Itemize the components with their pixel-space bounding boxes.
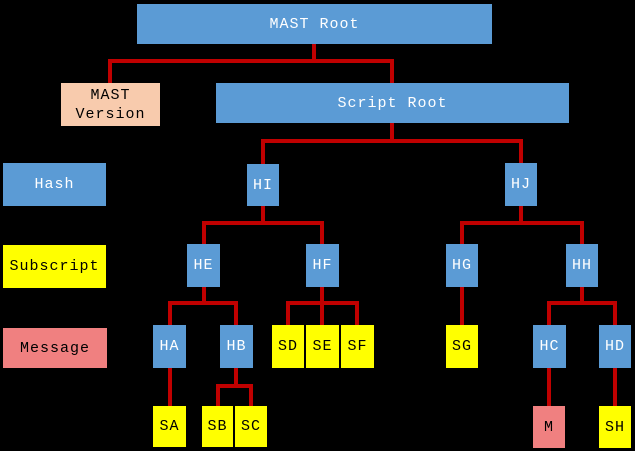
connector-hg-to-sg	[460, 287, 464, 325]
node-sc: SC	[235, 406, 267, 447]
connector-hb-down	[234, 368, 238, 388]
connector-mastroot-down	[312, 44, 316, 63]
node-he: HE	[187, 244, 220, 287]
connector-hj-horizontal	[460, 221, 584, 225]
connector-to-sb	[216, 384, 220, 406]
connector-to-mast-version	[108, 59, 112, 83]
connector-to-sc	[249, 384, 253, 406]
connector-to-he	[202, 221, 206, 245]
connector-to-hb	[234, 301, 238, 325]
connector-level1-horizontal	[108, 59, 394, 63]
node-hd: HD	[599, 325, 631, 368]
connector-to-hh	[580, 221, 584, 245]
connector-level2-horizontal	[261, 139, 523, 143]
connector-ha-to-sa	[168, 368, 172, 406]
connector-to-hd	[613, 301, 617, 325]
connector-to-hc	[547, 301, 551, 325]
connector-hf-to-se	[320, 287, 324, 325]
node-sg: SG	[446, 325, 478, 368]
connector-hc-to-m	[547, 368, 551, 406]
legend-message: Message	[3, 328, 107, 368]
node-sf: SF	[341, 325, 374, 368]
legend-hash: Hash	[3, 163, 106, 206]
connector-scriptroot-down	[390, 123, 394, 143]
node-hj: HJ	[505, 163, 537, 206]
node-sd: SD	[272, 325, 304, 368]
connector-hi-down	[261, 206, 265, 225]
node-script-root: Script Root	[216, 83, 569, 123]
node-se: SE	[306, 325, 339, 368]
connector-to-ha	[168, 301, 172, 325]
connector-to-hi	[261, 139, 265, 164]
connector-hi-horizontal	[202, 221, 324, 225]
connector-hh-horizontal	[547, 301, 617, 305]
node-ha: HA	[153, 325, 186, 368]
node-hb: HB	[220, 325, 253, 368]
connector-he-horizontal	[168, 301, 238, 305]
connector-to-hj	[519, 139, 523, 163]
node-mast-version: MAST Version	[61, 83, 160, 126]
connector-hj-down	[519, 206, 523, 225]
connector-hh-down	[580, 287, 584, 305]
node-sb: SB	[202, 406, 233, 447]
node-hg: HG	[446, 244, 478, 287]
node-sa: SA	[153, 406, 186, 447]
connector-hd-to-sh	[613, 368, 617, 406]
node-hi: HI	[247, 164, 279, 206]
legend-subscript: Subscript	[3, 245, 106, 288]
node-hh: HH	[566, 244, 598, 287]
node-sh: SH	[599, 406, 631, 448]
connector-to-sf	[355, 301, 359, 325]
connector-hb-horizontal	[216, 384, 253, 388]
connector-to-hf	[320, 221, 324, 245]
connector-he-down	[202, 287, 206, 305]
node-m: M	[533, 406, 565, 448]
node-hf: HF	[306, 244, 339, 287]
node-hc: HC	[533, 325, 566, 368]
connector-to-script-root	[390, 59, 394, 83]
connector-hf-horizontal	[286, 301, 359, 305]
node-mast-root: MAST Root	[137, 4, 492, 44]
connector-to-hg	[460, 221, 464, 245]
connector-to-sd	[286, 301, 290, 325]
